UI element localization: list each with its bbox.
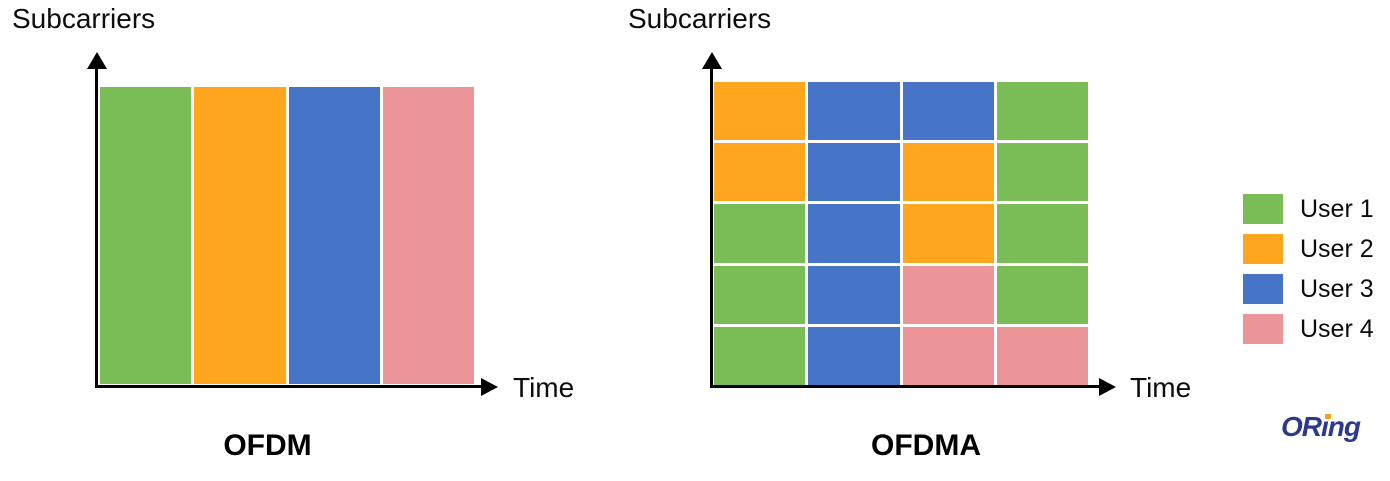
ofdma-y-axis-line bbox=[710, 66, 713, 388]
grid-cell-user3 bbox=[808, 204, 900, 263]
grid-cell-user3 bbox=[808, 143, 900, 202]
legend-label: User 1 bbox=[1300, 194, 1374, 223]
grid-cell-user4 bbox=[996, 326, 1088, 385]
ofdm-x-axis-line bbox=[95, 385, 482, 388]
grid-cell-user2 bbox=[902, 204, 994, 263]
grid-cell-user1 bbox=[996, 265, 1088, 324]
ofdma-y-axis-label: Subcarriers bbox=[628, 3, 772, 34]
legend-item: User 4 bbox=[1243, 314, 1374, 344]
grid-cell-user2 bbox=[714, 82, 806, 141]
grid-cell-user4 bbox=[902, 265, 994, 324]
grid-cell-user2 bbox=[194, 87, 286, 384]
ofdma-allocation-grid bbox=[714, 82, 1088, 385]
legend-swatch bbox=[1243, 194, 1283, 224]
legend-swatch bbox=[1243, 314, 1283, 344]
grid-cell-user1 bbox=[996, 143, 1088, 202]
logo-text-ing: ıng bbox=[1321, 411, 1361, 443]
legend-swatch bbox=[1243, 234, 1283, 264]
grid-cell-user4 bbox=[382, 87, 474, 384]
logo-text-or: OR bbox=[1281, 411, 1322, 442]
ofdm-caption: OFDM bbox=[223, 429, 312, 462]
legend: User 1 User 2 User 3 User 4 bbox=[1243, 194, 1374, 344]
ofdma-x-axis-label: Time bbox=[1130, 372, 1192, 403]
grid-cell-user1 bbox=[100, 87, 192, 384]
grid-cell-user1 bbox=[714, 265, 806, 324]
legend-label: User 3 bbox=[1300, 274, 1374, 303]
ofdm-x-axis-arrow-icon bbox=[481, 378, 498, 396]
legend-item: User 3 bbox=[1243, 274, 1374, 304]
grid-cell-user3 bbox=[902, 82, 994, 141]
legend-item: User 1 bbox=[1243, 194, 1374, 224]
logo-i-dot-icon bbox=[1325, 414, 1331, 419]
grid-cell-user2 bbox=[902, 143, 994, 202]
grid-cell-user1 bbox=[996, 204, 1088, 263]
grid-cell-user3 bbox=[808, 265, 900, 324]
grid-cell-user4 bbox=[902, 326, 994, 385]
legend-label: User 4 bbox=[1300, 314, 1374, 343]
ofdma-caption: OFDMA bbox=[871, 429, 981, 462]
ofdm-y-axis-label: Subcarriers bbox=[12, 3, 156, 34]
grid-cell-user1 bbox=[714, 326, 806, 385]
legend-label: User 2 bbox=[1300, 234, 1374, 263]
grid-cell-user3 bbox=[808, 326, 900, 385]
grid-cell-user1 bbox=[714, 204, 806, 263]
grid-cell-user2 bbox=[714, 143, 806, 202]
ofdm-y-axis-line bbox=[95, 66, 98, 388]
ofdm-x-axis-label: Time bbox=[513, 372, 575, 403]
ofdm-allocation-grid bbox=[100, 87, 474, 384]
grid-cell-user3 bbox=[288, 87, 380, 384]
legend-item: User 2 bbox=[1243, 234, 1374, 264]
grid-cell-user3 bbox=[808, 82, 900, 141]
grid-cell-user1 bbox=[996, 82, 1088, 141]
ofdma-y-axis-arrow-icon bbox=[702, 52, 722, 69]
ofdma-x-axis-line bbox=[710, 385, 1100, 388]
legend-swatch bbox=[1243, 274, 1283, 304]
ofdm-y-axis-arrow-icon bbox=[87, 52, 107, 69]
ofdma-x-axis-arrow-icon bbox=[1099, 378, 1116, 396]
